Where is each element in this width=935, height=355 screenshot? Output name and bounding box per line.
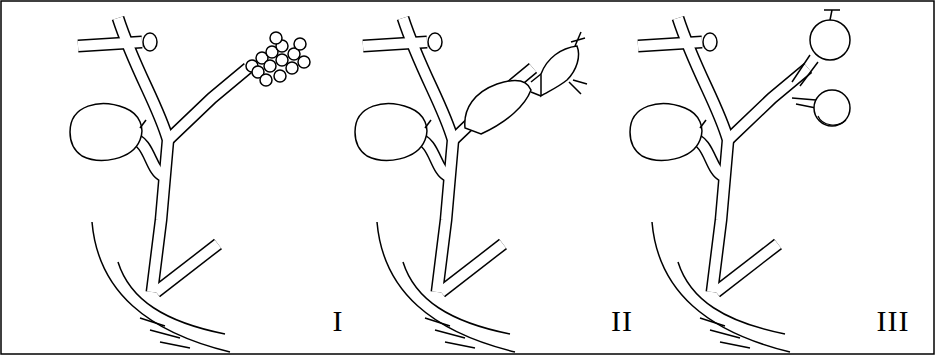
type-label: II [611,306,633,336]
type-label: I [333,306,344,336]
type-label: III [877,306,910,336]
